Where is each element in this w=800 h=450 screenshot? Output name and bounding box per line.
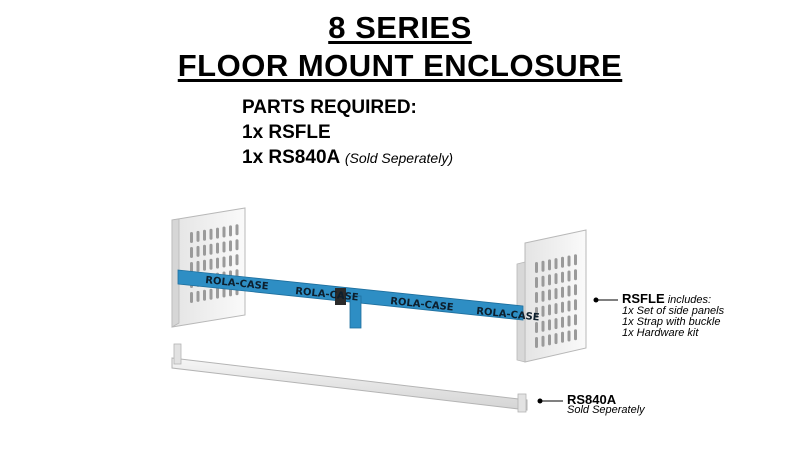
rs840a-floor-bar [171, 343, 528, 413]
callout-leader-rsfle [593, 297, 618, 303]
vent-slot [535, 277, 538, 288]
vent-slot [209, 288, 213, 300]
vent-slot [209, 243, 213, 255]
callout-rsfle-includes: includes: [667, 294, 712, 306]
vent-slot [535, 322, 538, 333]
vent-slot [567, 255, 571, 267]
vent-slot [567, 270, 571, 282]
vent-slot [548, 274, 551, 286]
vent-slot [190, 232, 193, 243]
vent-slot [548, 319, 551, 331]
vent-slot [229, 225, 232, 237]
title-line-2: FLOOR MOUNT ENCLOSURE [177, 48, 623, 83]
vent-slot [203, 259, 206, 271]
vent-slot [548, 304, 551, 316]
vent-slot [574, 299, 577, 311]
vent-slot [209, 228, 213, 240]
vent-slot [561, 256, 564, 268]
vent-slot [235, 254, 239, 266]
callout-leader-rs840a [537, 398, 563, 404]
vent-slot [203, 229, 206, 241]
parts-heading: PARTS REQUIRED: [242, 97, 417, 118]
vent-slot [561, 316, 564, 328]
vent-slot [541, 335, 545, 347]
vent-slot [541, 305, 545, 317]
vent-slot [574, 314, 577, 326]
vent-slot [561, 286, 564, 298]
vent-slot [554, 258, 558, 270]
vent-slot [541, 320, 545, 332]
vent-slot [561, 271, 564, 283]
vent-slot [574, 284, 577, 296]
vent-slot [229, 240, 232, 252]
part-item-rs840a-note: (Sold Seperately) [344, 150, 453, 166]
vent-slot [535, 262, 538, 273]
vent-slot [222, 226, 226, 238]
callout-rsfle-item-2: 1x Strap with buckle [622, 316, 721, 328]
callout-rsfle: RSFLE includes: 1x Set of side panels 1x… [622, 291, 725, 339]
vent-slot [567, 285, 571, 297]
callout-rsfle-item-3: 1x Hardware kit [622, 327, 699, 339]
vent-slot [222, 256, 226, 268]
left-side-panel [171, 207, 246, 328]
callout-rsfle-code: RSFLE [622, 291, 665, 306]
vent-slot [235, 224, 239, 236]
vent-slot [203, 289, 206, 301]
vent-slot [196, 290, 200, 302]
vent-slot [548, 289, 551, 301]
callout-rsfle-item-1: 1x Set of side panels [622, 305, 725, 317]
vent-slot [554, 303, 558, 315]
vent-slot [574, 254, 577, 266]
vent-slot [190, 292, 193, 303]
right-side-panel [516, 229, 587, 363]
vent-slot [216, 242, 219, 254]
vent-slot [574, 329, 577, 341]
vent-slot [222, 241, 226, 253]
vent-slot [203, 244, 206, 256]
vent-slot [554, 333, 558, 345]
part-item-rsfle: 1x RSFLE [242, 122, 331, 143]
vent-slot [216, 227, 219, 239]
part-item-rs840a-code: 1x RS840A [242, 147, 340, 168]
vent-slot [535, 337, 538, 348]
vent-slot [567, 330, 571, 342]
vent-slot [567, 300, 571, 312]
vent-slot [554, 288, 558, 300]
vent-slot [574, 269, 577, 281]
vent-slot [561, 331, 564, 343]
vent-slot [216, 257, 219, 269]
parts-required-list: PARTS REQUIRED: 1x RSFLE 1x RS840A (Sold… [242, 95, 453, 171]
vent-slot [235, 239, 239, 251]
vent-slot [209, 258, 213, 270]
vent-slot [190, 247, 193, 258]
callout-rs840a-note: Sold Seperately [567, 404, 645, 416]
vent-slot [229, 255, 232, 267]
vent-slot [196, 230, 200, 242]
part-item-rs840a: 1x RS840A (Sold Seperately) [242, 145, 453, 171]
vent-slot [541, 275, 545, 287]
vent-slot [541, 260, 545, 272]
callout-rs840a-code: RS840A [567, 392, 617, 407]
vent-slot [548, 259, 551, 271]
vent-slot [548, 334, 551, 346]
vent-slot [567, 315, 571, 327]
callout-rs840a: RS840A Sold Seperately [567, 392, 645, 416]
vent-slot [541, 290, 545, 302]
vent-slot [554, 318, 558, 330]
vent-slot [535, 292, 538, 303]
vent-slot [196, 245, 200, 257]
vent-slot [561, 301, 564, 313]
title-line-1: 8 SERIES [328, 10, 472, 45]
vent-slot [216, 287, 219, 299]
vent-slot [554, 273, 558, 285]
vent-slot [196, 260, 200, 272]
